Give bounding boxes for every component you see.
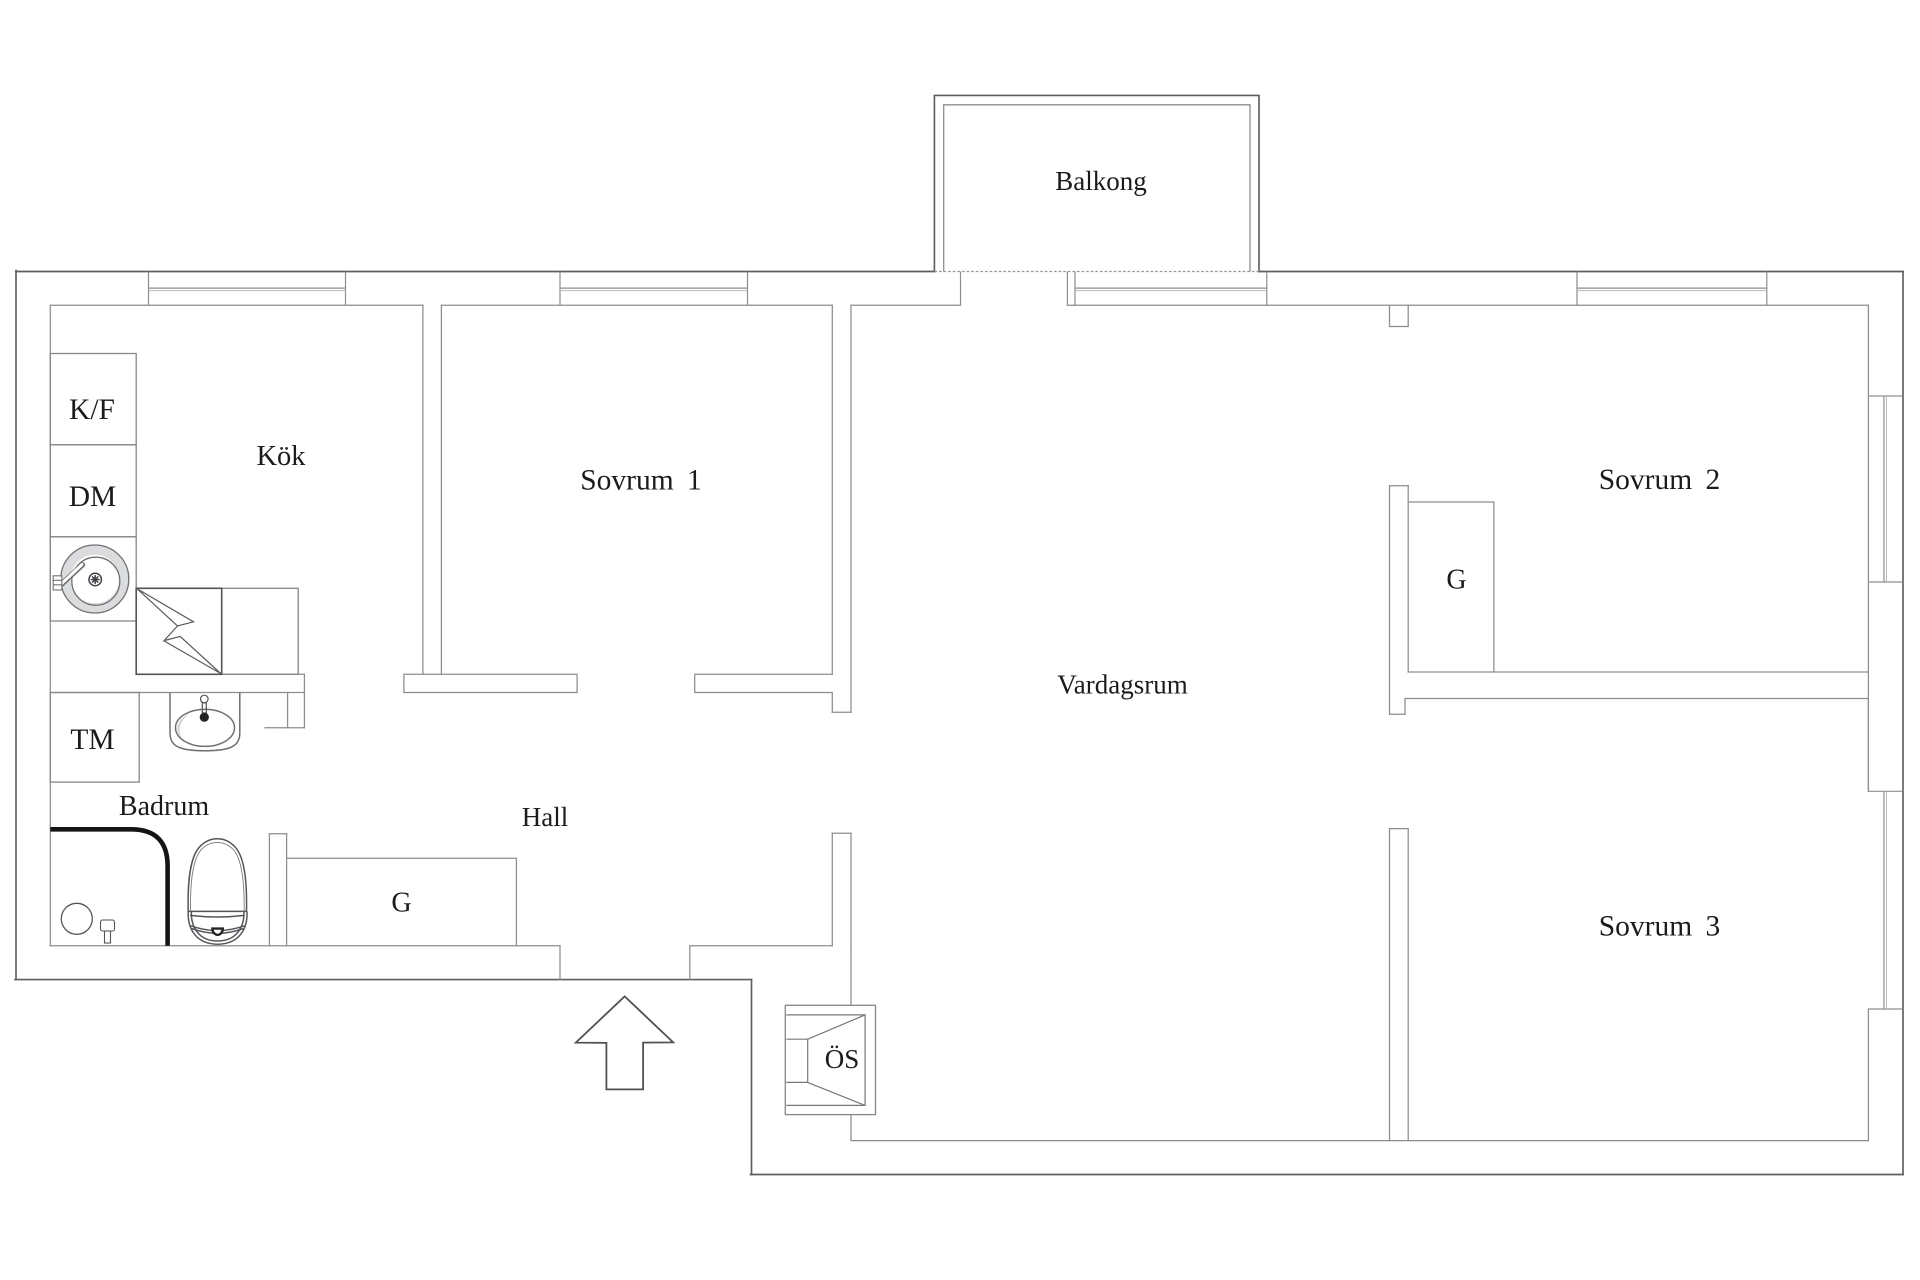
svg-text:Sovrum 1: Sovrum 1 (580, 465, 702, 497)
svg-text:Vardagsrum: Vardagsrum (1057, 669, 1187, 699)
svg-text:G: G (391, 888, 411, 919)
svg-text:Sovrum 2: Sovrum 2 (1599, 464, 1721, 496)
svg-text:ÖS: ÖS (825, 1044, 860, 1074)
svg-text:DM: DM (69, 481, 117, 513)
svg-text:Balkong: Balkong (1055, 166, 1147, 196)
svg-text:Hall: Hall (522, 802, 569, 832)
svg-text:Badrum: Badrum (119, 791, 209, 822)
svg-text:Sovrum 3: Sovrum 3 (1599, 911, 1721, 943)
svg-text:G: G (1446, 565, 1466, 596)
svg-text:K/F: K/F (69, 394, 115, 426)
svg-text:Kök: Kök (256, 441, 306, 472)
svg-text:TM: TM (70, 724, 114, 756)
